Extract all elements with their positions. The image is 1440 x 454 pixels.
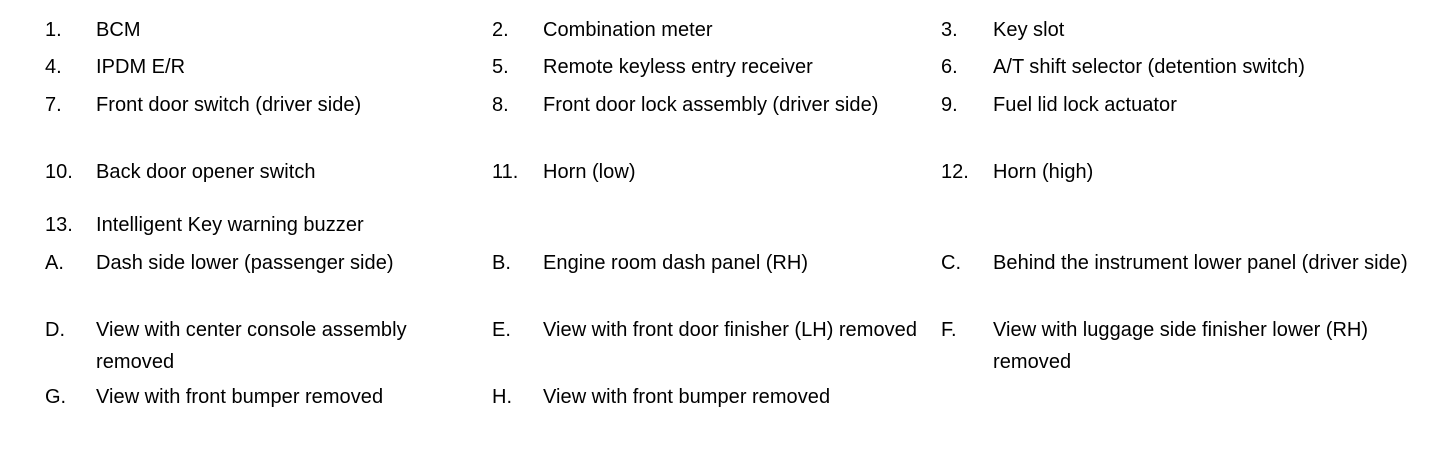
legend-label: BCM: [96, 19, 141, 41]
legend-label: Back door opener switch: [96, 161, 316, 183]
legend-label: Intelligent Key warning buzzer: [96, 214, 364, 236]
legend-marker: 4.: [45, 56, 62, 78]
legend-label: View with front bumper removed: [96, 386, 384, 408]
legend-label: Engine room dash panel (RH): [543, 252, 809, 274]
legend-label: Horn (high): [993, 161, 1094, 183]
legend-marker: 1.: [45, 19, 62, 41]
legend-label: View with front bumper removed: [543, 386, 831, 408]
legend-marker: E.: [492, 319, 511, 341]
legend-marker: 13.: [45, 214, 73, 236]
legend-marker: 3.: [941, 19, 958, 41]
legend-marker: A.: [45, 252, 64, 274]
legend-marker: 8.: [492, 94, 509, 116]
legend-marker: 11.: [492, 161, 519, 183]
legend-marker: G.: [45, 386, 67, 408]
legend-marker: 5.: [492, 56, 509, 78]
legend-label: Fuel lid lock actuator: [993, 94, 1177, 116]
legend-marker: 7.: [45, 94, 62, 116]
legend-marker: 12.: [941, 161, 969, 183]
legend-label: Front door lock assembly (driver side): [543, 94, 879, 116]
legend-marker: 2.: [492, 19, 509, 41]
legend-marker: 9.: [941, 94, 958, 116]
legend-marker: C.: [941, 252, 961, 274]
legend-marker: F.: [941, 319, 957, 341]
legend-label: View with luggage side finisher lower (R…: [993, 319, 1369, 373]
legend-label: Behind the instrument lower panel (drive…: [993, 252, 1408, 274]
legend-label: Remote keyless entry receiver: [543, 56, 813, 78]
legend-label: Combination meter: [543, 19, 713, 41]
legend-label: IPDM E/R: [96, 56, 186, 78]
legend-label: Key slot: [993, 19, 1065, 41]
legend-label: A/T shift selector (detention switch): [993, 56, 1305, 78]
legend-label: Front door switch (driver side): [96, 94, 362, 116]
legend-marker: 10.: [45, 161, 73, 183]
legend-label: Dash side lower (passenger side): [96, 252, 394, 274]
legend-label: View with center console assembly remove…: [96, 319, 407, 373]
legend-marker: B.: [492, 252, 511, 274]
legend-label: Horn (low): [543, 161, 636, 183]
legend-marker: H.: [492, 386, 512, 408]
legend-marker: D.: [45, 319, 65, 341]
legend-label: View with front door finisher (LH) remov…: [543, 319, 918, 341]
legend-marker: 6.: [941, 56, 958, 78]
